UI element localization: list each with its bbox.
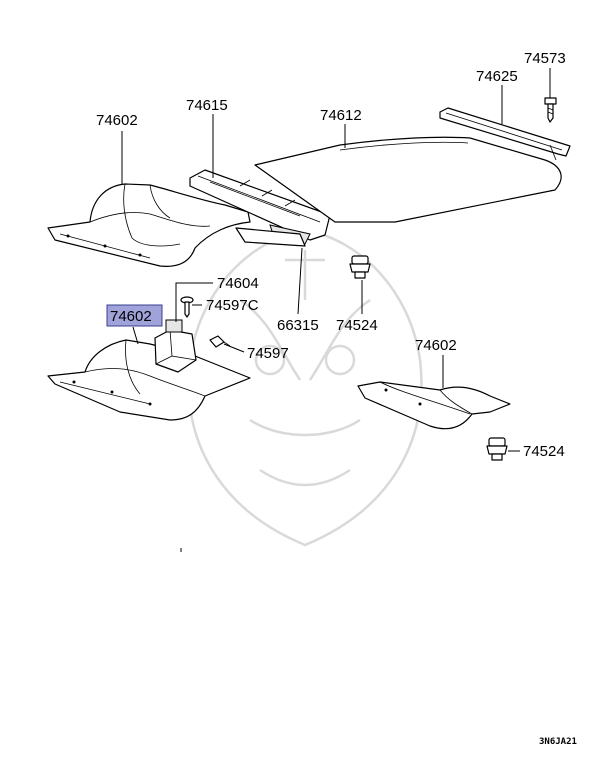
callout-74615: 74615 <box>186 97 228 114</box>
floor-board <box>254 136 562 223</box>
callout-74602-highlighted: 74602 <box>110 308 152 325</box>
clip-lower <box>486 437 508 461</box>
screw-74597c <box>180 296 194 318</box>
watermark-emblem <box>187 228 423 547</box>
trim-strip <box>439 107 571 161</box>
clip-upper <box>349 255 371 279</box>
callout-74625: 74625 <box>476 68 518 85</box>
callout-74524-lower: 74524 <box>523 443 565 460</box>
callout-66315: 66315 <box>277 317 319 334</box>
callout-74612: 74612 <box>320 107 362 124</box>
callout-74573: 74573 <box>524 50 566 67</box>
strip-screw <box>544 97 557 123</box>
callout-74597: 74597 <box>247 345 289 362</box>
callout-74602-right: 74602 <box>415 337 457 354</box>
highlighted-part-callout[interactable]: 74602 <box>106 304 163 327</box>
callout-74602-upper-left: 74602 <box>96 112 138 129</box>
rear-floor-panel-upper-left <box>47 183 251 267</box>
clip-74597 <box>209 335 231 348</box>
bracket-plate <box>235 227 306 247</box>
callout-74524-upper: 74524 <box>336 317 378 334</box>
callout-74604: 74604 <box>217 275 259 292</box>
block-74604 <box>154 319 197 373</box>
leader-lines <box>121 68 551 552</box>
callout-74597c: 74597C <box>206 297 259 314</box>
rear-floor-panel-lower-left <box>47 339 251 421</box>
diagram-code: 3N6JA21 <box>539 737 577 747</box>
rear-floor-panel-right <box>357 381 511 430</box>
